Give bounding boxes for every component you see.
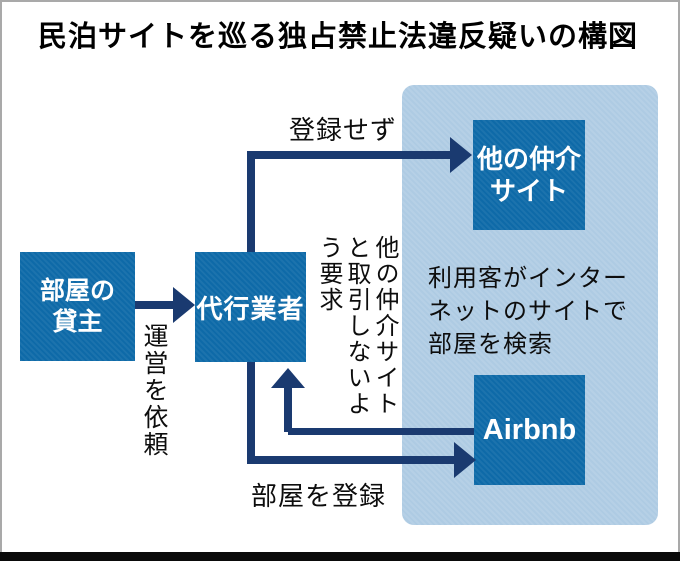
diagram-title: 民泊サイトを巡る独占禁止法違反疑いの構図 (38, 21, 639, 53)
node-agency-operator: 代行業者 (195, 252, 306, 362)
arrow-not-register-vertical (247, 151, 255, 252)
label-not-register: 登録せず (289, 115, 398, 145)
arrow-demand-shaft (288, 428, 476, 435)
arrow-request-management-head-icon (173, 287, 195, 323)
label-register-rooms: 部屋を登録 (251, 481, 387, 511)
node-room-landlord: 部屋の 貸主 (20, 252, 135, 361)
node-airbnb: Airbnb (474, 375, 585, 485)
arrow-request-management-shaft (135, 301, 175, 309)
arrow-not-register-head-icon (450, 137, 472, 173)
arrow-register-rooms-vertical (247, 362, 255, 464)
label-request-management: 運営を依頼 (140, 323, 168, 458)
arrow-register-rooms-shaft (247, 456, 455, 464)
label-users-search-note: 利用客がインター ネットのサイトで 部屋を検索 (428, 265, 628, 358)
label-demand-exclusivity: 他の仲介サイト と取引しないよ う要求 (315, 235, 398, 417)
arrow-register-rooms-head-icon (454, 442, 476, 478)
node-other-intermediary-sites: 他の仲介 サイト (473, 120, 585, 230)
arrow-demand-head-icon (271, 368, 305, 388)
bottom-black-bar (0, 552, 680, 561)
arrow-not-register-shaft (247, 151, 451, 159)
arrow-demand-vertical (284, 387, 292, 432)
